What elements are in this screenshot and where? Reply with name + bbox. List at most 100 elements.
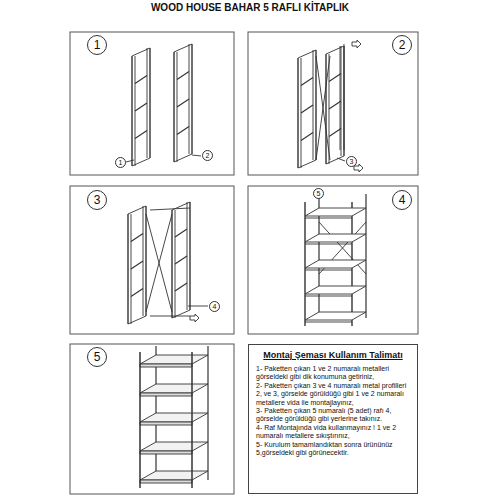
shelf-board bbox=[305, 208, 366, 216]
frame-stroke bbox=[297, 58, 298, 168]
frame-stroke bbox=[340, 46, 341, 150]
frame-stroke bbox=[174, 44, 192, 52]
shelf-board bbox=[140, 364, 192, 367]
frame-stroke bbox=[329, 101, 341, 109]
frame-stroke bbox=[316, 56, 330, 160]
frame-stroke bbox=[131, 234, 143, 242]
frame-stroke bbox=[365, 194, 366, 318]
shelf-board bbox=[305, 286, 366, 294]
frame-stroke bbox=[175, 256, 187, 264]
step-number-text: 2 bbox=[399, 38, 406, 52]
frame-stroke bbox=[301, 78, 313, 86]
step-number-text: 5 bbox=[94, 350, 101, 364]
frame-stroke bbox=[298, 160, 316, 168]
frame-stroke bbox=[127, 214, 128, 324]
frame-stroke bbox=[305, 244, 352, 245]
step-number: 2 bbox=[392, 35, 412, 55]
step-number: 5 bbox=[87, 347, 107, 367]
frame-stroke bbox=[174, 154, 192, 162]
step-panel bbox=[70, 32, 234, 175]
frame-stroke bbox=[329, 129, 341, 137]
frame-stroke bbox=[192, 155, 201, 156]
callout-number: 1 bbox=[115, 157, 126, 168]
shelf-board bbox=[140, 422, 192, 425]
frame-stroke bbox=[139, 352, 141, 488]
frame-stroke bbox=[150, 316, 190, 317]
shelf-board bbox=[140, 480, 192, 483]
step-number-text: 1 bbox=[94, 38, 101, 52]
frame-stroke bbox=[304, 202, 305, 326]
frame-stroke bbox=[325, 54, 326, 164]
instruction-heading: Montaj Şeması Kullanım Talimatı bbox=[256, 350, 410, 360]
callout-number: 4 bbox=[209, 301, 220, 312]
shelf-board bbox=[140, 393, 192, 396]
instruction-panel: Montaj Şeması Kullanım Talimatı 1- Pakett… bbox=[248, 344, 418, 494]
frame-stroke bbox=[146, 214, 172, 312]
frame-stroke bbox=[126, 160, 134, 162]
frame-stroke bbox=[135, 131, 147, 139]
shelf-board bbox=[140, 442, 208, 451]
shelf-board bbox=[140, 355, 208, 364]
frame-stroke bbox=[316, 56, 330, 160]
instruction-step: 4- Raf Montajında vida kullanmayınız ! 1… bbox=[256, 424, 410, 441]
frame-stroke bbox=[301, 133, 313, 141]
frame-stroke bbox=[135, 76, 147, 84]
frame-stroke bbox=[188, 306, 208, 307]
shelf-board bbox=[305, 260, 366, 268]
step-number-text: 3 bbox=[94, 193, 101, 207]
frame-stroke bbox=[135, 103, 147, 111]
frame-stroke bbox=[132, 48, 150, 56]
step-number: 3 bbox=[87, 190, 107, 210]
frame-stroke bbox=[305, 322, 352, 323]
step-panel bbox=[70, 186, 234, 334]
frame-stroke bbox=[146, 214, 172, 312]
callout-number: 2 bbox=[202, 150, 213, 161]
frame-stroke bbox=[301, 105, 313, 113]
frame-stroke bbox=[305, 218, 352, 219]
frame-stroke bbox=[177, 99, 189, 107]
frame-stroke bbox=[171, 210, 172, 318]
frame-stroke bbox=[131, 261, 143, 269]
step-number-text: 4 bbox=[399, 193, 406, 207]
step-panel bbox=[248, 32, 418, 175]
frame-stroke bbox=[173, 52, 174, 162]
frame-stroke bbox=[191, 352, 193, 488]
instruction-step: 2- Paketten çıkan 3 ve 4 numaralı metal … bbox=[256, 382, 410, 407]
step-panel bbox=[248, 186, 418, 334]
step-panel bbox=[70, 344, 234, 494]
callout-number: 5 bbox=[313, 188, 324, 199]
frame-stroke bbox=[131, 289, 143, 297]
frame-stroke bbox=[191, 44, 192, 154]
step-number: 4 bbox=[392, 190, 412, 210]
shelf-board bbox=[305, 312, 366, 320]
shelf-board bbox=[140, 471, 208, 480]
frame-stroke bbox=[128, 316, 146, 324]
instruction-step: 5- Kurulum tamamlandıktan sonra ürününüz… bbox=[256, 441, 410, 458]
frame-stroke bbox=[149, 48, 150, 158]
frame-stroke bbox=[128, 206, 146, 214]
shelf-board bbox=[352, 40, 361, 48]
frame-stroke bbox=[150, 208, 190, 210]
shelf-board bbox=[140, 413, 208, 422]
shelf-board bbox=[190, 314, 199, 322]
frame-stroke bbox=[329, 74, 341, 82]
frame-stroke bbox=[326, 46, 344, 54]
page-title: WOOD HOUSE BAHAR 5 RAFLI KİTAPLIK bbox=[0, 2, 500, 13]
frame-stroke bbox=[132, 158, 150, 166]
step-number: 1 bbox=[87, 35, 107, 55]
frame-stroke bbox=[177, 72, 189, 80]
frame-stroke bbox=[315, 50, 316, 160]
instruction-step: 1- Paketten çıkan 1 ve 2 numaralı metall… bbox=[256, 365, 410, 382]
instruction-step: 3- Paketten çıkan 5 numaralı (5 adet) ra… bbox=[256, 407, 410, 424]
frame-stroke bbox=[177, 127, 189, 135]
shelf-board bbox=[140, 451, 192, 454]
frame-stroke bbox=[337, 158, 345, 161]
frame-stroke bbox=[145, 206, 146, 316]
callout-number: 3 bbox=[346, 156, 357, 167]
frame-stroke bbox=[344, 44, 345, 150]
frame-stroke bbox=[305, 296, 352, 297]
frame-stroke bbox=[298, 50, 316, 58]
shelf-board bbox=[140, 384, 208, 393]
frame-stroke bbox=[175, 229, 187, 237]
